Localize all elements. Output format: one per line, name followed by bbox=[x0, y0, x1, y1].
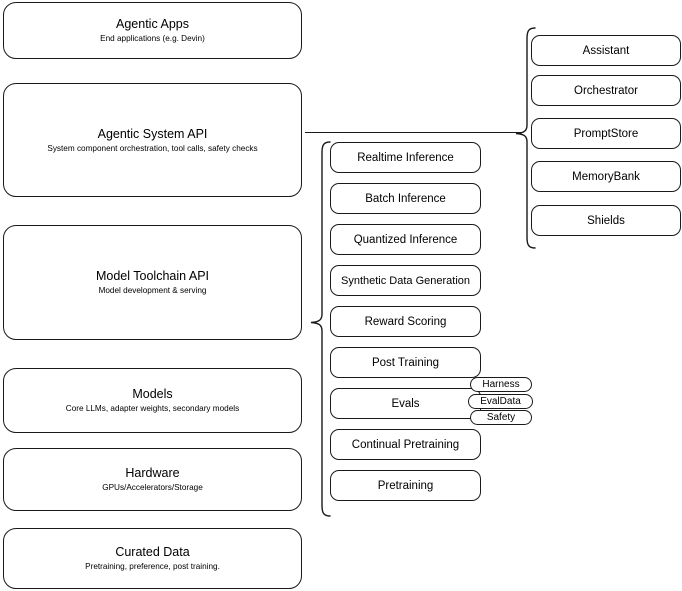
capability-box-realtime-inference[interactable]: Realtime Inference bbox=[330, 142, 481, 173]
component-label: Shields bbox=[587, 214, 625, 227]
pill-harness[interactable]: Harness bbox=[470, 377, 532, 392]
capability-label: Evals bbox=[391, 397, 420, 410]
component-box-promptstore[interactable]: PromptStore bbox=[531, 118, 681, 149]
capability-box-evals[interactable]: Evals bbox=[330, 388, 481, 419]
layer-subtitle: End applications (e.g. Devin) bbox=[100, 34, 205, 43]
pill-safety[interactable]: Safety bbox=[470, 410, 532, 425]
component-box-shields[interactable]: Shields bbox=[531, 205, 681, 236]
component-label: Assistant bbox=[582, 44, 630, 57]
connector-agentic-system-api-to-components bbox=[305, 131, 523, 133]
component-label: Orchestrator bbox=[574, 84, 638, 97]
capability-box-continual-pretraining[interactable]: Continual Pretraining bbox=[330, 429, 481, 460]
layer-title: Agentic Apps bbox=[116, 17, 189, 31]
capability-label: Reward Scoring bbox=[364, 315, 447, 328]
layer-title: Models bbox=[132, 387, 173, 401]
layer-subtitle: Model development & serving bbox=[98, 286, 207, 295]
component-label: PromptStore bbox=[573, 127, 639, 140]
layer-title: Model Toolchain API bbox=[95, 269, 210, 283]
brace-toolchain-capabilities bbox=[310, 141, 331, 517]
capability-box-pretraining[interactable]: Pretraining bbox=[330, 470, 481, 501]
layer-subtitle: GPUs/Accelerators/Storage bbox=[102, 483, 203, 492]
capability-box-reward-scoring[interactable]: Reward Scoring bbox=[330, 306, 481, 337]
capability-label: Continual Pretraining bbox=[351, 438, 460, 451]
layer-subtitle: System component orchestration, tool cal… bbox=[47, 143, 258, 153]
component-box-assistant[interactable]: Assistant bbox=[531, 35, 681, 66]
layer-title: Hardware bbox=[125, 466, 180, 480]
capability-label: Post Training bbox=[371, 356, 440, 369]
layer-box-curated-data[interactable]: Curated Data Pretraining, preference, po… bbox=[3, 528, 302, 589]
capability-label: Synthetic Data Generation bbox=[340, 274, 471, 287]
layer-title: Curated Data bbox=[115, 545, 190, 559]
component-box-memorybank[interactable]: MemoryBank bbox=[531, 161, 681, 192]
layer-box-model-toolchain-api[interactable]: Model Toolchain API Model development & … bbox=[3, 225, 302, 340]
layer-box-agentic-apps[interactable]: Agentic Apps End applications (e.g. Devi… bbox=[3, 2, 302, 59]
layer-subtitle: Pretraining, preference, post training. bbox=[85, 562, 220, 571]
capability-label: Quantized Inference bbox=[353, 233, 458, 246]
pill-label: Safety bbox=[486, 411, 516, 423]
layer-title: Agentic System API bbox=[97, 126, 208, 141]
component-box-orchestrator[interactable]: Orchestrator bbox=[531, 75, 681, 106]
capability-label: Realtime Inference bbox=[357, 151, 454, 164]
pill-label: Harness bbox=[482, 378, 520, 390]
capability-box-synthetic-data-generation[interactable]: Synthetic Data Generation bbox=[330, 265, 481, 296]
capability-box-batch-inference[interactable]: Batch Inference bbox=[330, 183, 481, 214]
layer-box-models[interactable]: Models Core LLMs, adapter weights, secon… bbox=[3, 368, 302, 433]
capability-label: Batch Inference bbox=[365, 192, 446, 205]
capability-box-quantized-inference[interactable]: Quantized Inference bbox=[330, 224, 481, 255]
layer-box-agentic-system-api[interactable]: Agentic System API System component orch… bbox=[3, 83, 302, 197]
pill-label: EvalData bbox=[480, 395, 521, 407]
layer-box-hardware[interactable]: Hardware GPUs/Accelerators/Storage bbox=[3, 448, 302, 511]
pill-evaldata[interactable]: EvalData bbox=[468, 394, 533, 409]
component-label: MemoryBank bbox=[572, 170, 640, 183]
capability-label: Pretraining bbox=[377, 479, 434, 492]
brace-agentic-system-components bbox=[515, 27, 536, 249]
capability-box-post-training[interactable]: Post Training bbox=[330, 347, 481, 378]
layer-subtitle: Core LLMs, adapter weights, secondary mo… bbox=[65, 404, 240, 413]
